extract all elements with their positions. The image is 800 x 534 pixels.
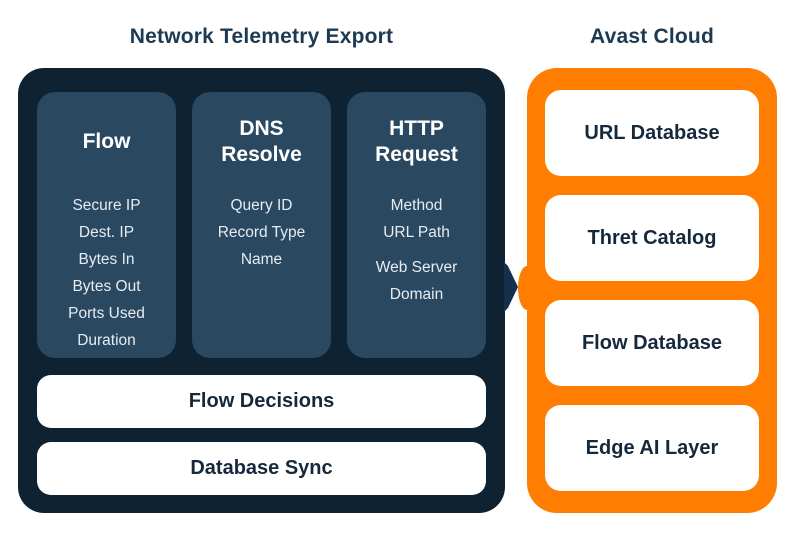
card-http-request-title: HTTP Request: [369, 92, 465, 192]
cloud-panel: URL Database Thret Catalog Flow Database…: [518, 68, 777, 513]
telemetry-panel-title: Network Telemetry Export: [129, 25, 394, 48]
list-item: Dest. IP: [78, 224, 135, 241]
card-flow-title: Flow: [83, 92, 131, 192]
list-item: Web Server Domain: [375, 259, 458, 303]
telemetry-cards: Flow Secure IP Dest. IP Bytes In Bytes O…: [18, 68, 505, 358]
cloud-panel-title: Avast Cloud: [590, 25, 714, 48]
card-http-request-title-text: HTTP Request: [375, 116, 458, 166]
flow-database-box: Flow Database: [545, 300, 759, 386]
list-item: Duration: [77, 332, 136, 349]
list-item: URL Path: [383, 224, 450, 241]
card-flow-title-text: Flow: [82, 129, 131, 153]
connector-socket-bump: [518, 266, 536, 310]
list-item: Method: [390, 197, 443, 214]
card-dns-resolve-title: DNS Resolve: [214, 92, 310, 192]
list-item: Record Type: [217, 224, 306, 241]
list-item: Query ID: [230, 197, 293, 214]
connector-arrow-icon: [504, 262, 518, 312]
card-flow: Flow Secure IP Dest. IP Bytes In Bytes O…: [37, 92, 176, 358]
list-item: Bytes Out: [72, 278, 141, 295]
edge-ai-layer-box: Edge AI Layer: [545, 405, 759, 491]
list-item: Ports Used: [68, 305, 145, 322]
list-item: Bytes In: [78, 251, 135, 268]
url-database-box: URL Database: [545, 90, 759, 176]
threat-catalog-box: Thret Catalog: [545, 195, 759, 281]
card-http-request-items: Method URL Path Web Server Domain: [347, 192, 486, 308]
card-flow-items: Secure IP Dest. IP Bytes In Bytes Out Po…: [37, 192, 176, 354]
card-dns-resolve: DNS Resolve Query ID Record Type Name: [192, 92, 331, 358]
database-sync-bar: Database Sync: [37, 442, 486, 495]
card-dns-resolve-items: Query ID Record Type Name: [192, 192, 331, 273]
card-http-request: HTTP Request Method URL Path Web Server …: [347, 92, 486, 358]
flow-decisions-bar: Flow Decisions: [37, 375, 486, 428]
list-item: Secure IP: [72, 197, 141, 214]
list-item: Name: [240, 251, 283, 268]
telemetry-panel: Flow Secure IP Dest. IP Bytes In Bytes O…: [18, 68, 518, 513]
card-dns-resolve-title-text: DNS Resolve: [221, 116, 302, 166]
